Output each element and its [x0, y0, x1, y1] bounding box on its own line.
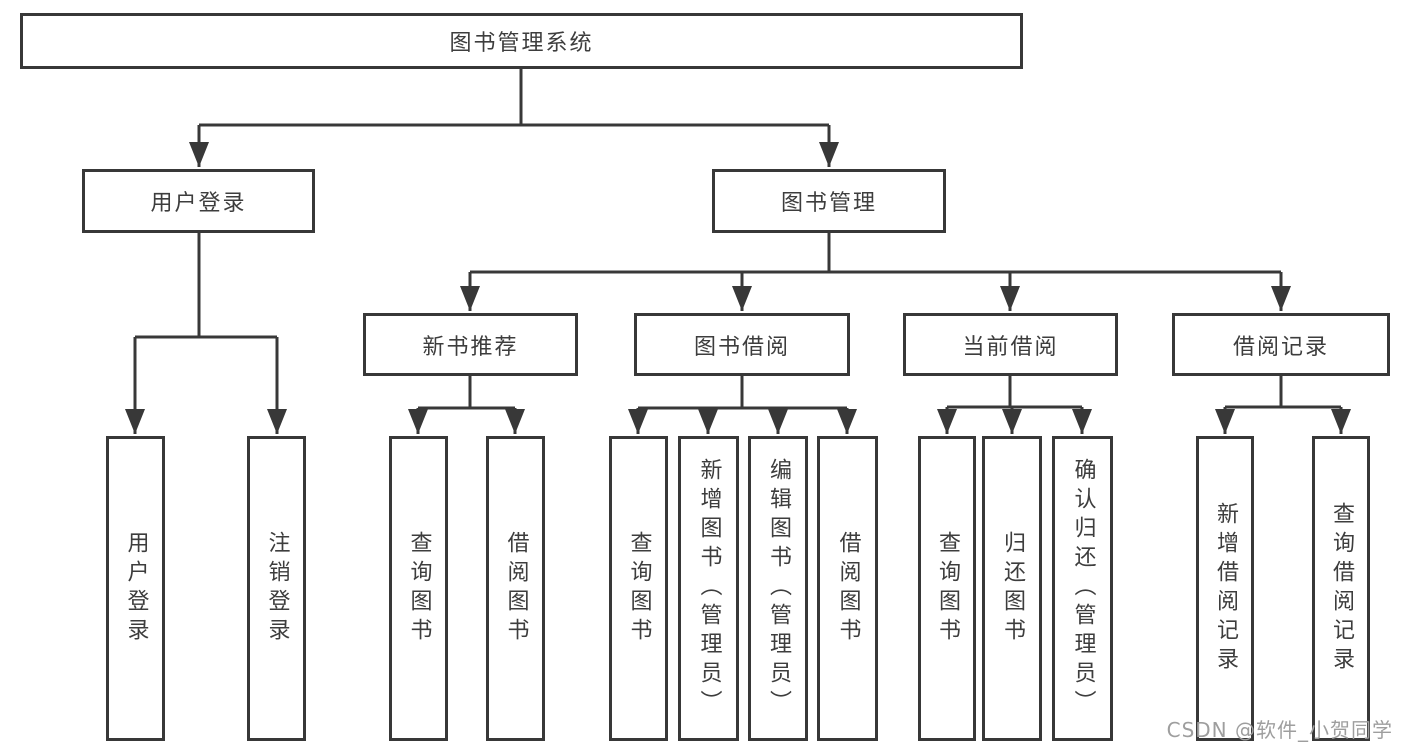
node-book-management: 图书管理: [712, 169, 946, 233]
leaf-query-books-current: 查询图书: [918, 436, 976, 741]
leaf-confirm-return-admin: 确认归还（管理员）: [1052, 436, 1113, 741]
leaf-query-books-borrow: 查询图书: [609, 436, 668, 741]
leaf-add-borrow-record: 新增借阅记录: [1196, 436, 1254, 741]
leaf-user-login: 用户登录: [106, 436, 165, 741]
leaf-borrow-books: 借阅图书: [817, 436, 878, 741]
node-new-book-recommendation: 新书推荐: [363, 313, 578, 376]
leaf-return-book: 归还图书: [982, 436, 1042, 741]
leaf-borrow-books-recommend: 借阅图书: [486, 436, 545, 741]
leaf-add-book-admin: 新增图书（管理员）: [678, 436, 739, 741]
leaf-edit-book-admin: 编辑图书（管理员）: [748, 436, 808, 741]
leaf-query-books-recommend: 查询图书: [389, 436, 448, 741]
node-library-management-system: 图书管理系统: [20, 13, 1023, 69]
node-book-borrowing: 图书借阅: [634, 313, 850, 376]
node-current-borrowing: 当前借阅: [903, 313, 1118, 376]
node-user-login: 用户登录: [82, 169, 315, 233]
csdn-watermark: CSDN @软件_小贺同学: [1166, 718, 1393, 742]
leaf-logout: 注销登录: [247, 436, 306, 741]
node-borrowing-records: 借阅记录: [1172, 313, 1390, 376]
leaf-query-borrow-record: 查询借阅记录: [1312, 436, 1370, 741]
